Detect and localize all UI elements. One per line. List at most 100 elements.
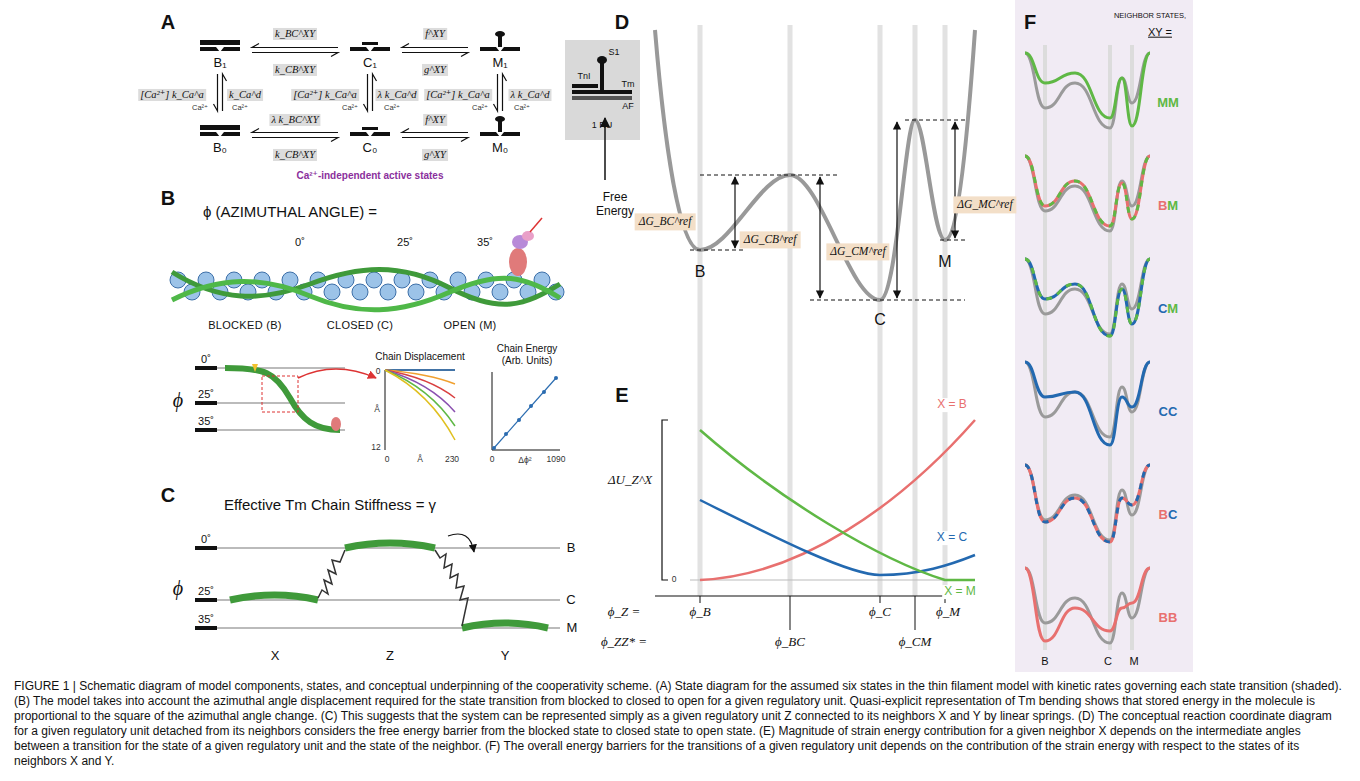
label: C: [874, 311, 886, 329]
state-label: B₀: [192, 141, 248, 155]
label: k_BC^XY: [273, 28, 317, 40]
label: ϕ_M: [936, 605, 960, 620]
reverse-harpoon: [402, 44, 468, 48]
neighbor-curve: [1025, 362, 1150, 445]
label: F: [1024, 11, 1036, 34]
label: Ca²⁺-independent active states: [297, 170, 444, 182]
label: Chain Displacement: [375, 351, 465, 363]
reverse-harpoon: [223, 74, 227, 111]
label: ϕ_C: [869, 605, 891, 620]
label: M: [938, 253, 951, 271]
neighbor-curve: [1025, 156, 1150, 226]
label: g^XY: [422, 149, 448, 161]
label: CC: [1159, 405, 1178, 420]
label: Free Energy: [589, 191, 641, 219]
label: ΔU_Z^X: [608, 473, 652, 488]
forward-harpoon: [402, 138, 468, 142]
label: CLOSED (C): [327, 319, 394, 332]
label: Y: [501, 649, 510, 664]
neighbor-curve: [1025, 53, 1150, 126]
actin-bead: [408, 284, 424, 300]
label: 25˚: [198, 585, 214, 598]
neighbor-curve: [1025, 156, 1150, 226]
equilibrium-arrow: [252, 129, 338, 142]
state-glyph: [348, 30, 392, 56]
label: [Ca²⁺] k_Ca^a: [291, 89, 359, 101]
neighbor-curve: [1025, 259, 1150, 336]
label: ΔG_CB^ref: [740, 231, 801, 248]
state-label: C₁: [342, 56, 398, 70]
label: E: [615, 384, 628, 407]
label: Ca²⁺: [232, 104, 248, 113]
label: M: [567, 621, 578, 636]
label: ΔG_CM^ref: [826, 243, 889, 260]
state-glyph: [478, 30, 522, 56]
reference-curve: [1025, 156, 1150, 231]
label: 25˚: [397, 236, 413, 249]
equilibrium-arrow: [214, 74, 227, 111]
label: Å: [374, 405, 380, 415]
label: 0˚: [201, 353, 211, 366]
label: ΔG_MC^ref: [953, 196, 1016, 213]
state-node: M₁: [472, 30, 528, 70]
label: ΔG_BC^ref: [635, 213, 696, 230]
neighbor-curve: [1025, 568, 1150, 641]
actin-bead: [366, 272, 382, 288]
label: B: [1041, 655, 1048, 668]
label: Chain Energy: [497, 343, 558, 355]
energy-plot: [492, 372, 560, 450]
label: 35˚: [477, 236, 493, 249]
label: ϕ: [173, 577, 183, 600]
actin-bead: [324, 284, 340, 300]
spring-chain: [195, 534, 560, 630]
state-node: B₁: [192, 30, 248, 70]
label: ϕ_BC: [775, 635, 805, 650]
reference-curve: [1025, 568, 1150, 643]
label: CM: [1158, 302, 1178, 317]
label: BC: [1159, 508, 1178, 523]
label: A: [161, 11, 175, 34]
reverse-harpoon: [252, 129, 338, 133]
label: (Arb. Units): [502, 355, 553, 367]
figure-caption: FIGURE 1 | Schematic diagram of model co…: [14, 679, 1346, 769]
label: λ k_Ca^d: [508, 89, 551, 101]
label: 0: [376, 367, 381, 377]
neighbor-curve: [1025, 465, 1150, 542]
label: NEIGHBOR STATES,: [1114, 12, 1186, 21]
label: 230: [445, 455, 459, 465]
label: f^XY: [423, 28, 447, 40]
actin-bead: [352, 284, 368, 300]
label: 35˚: [198, 613, 214, 626]
label: D: [615, 11, 629, 34]
label: Ca²⁺: [514, 104, 530, 113]
state-glyph: [198, 115, 242, 141]
forward-harpoon: [364, 74, 368, 111]
label: X: [271, 649, 280, 664]
free-energy-curve: [605, 30, 975, 300]
label: 25˚: [198, 388, 214, 401]
label: ϕ (AZIMUTHAL ANGLE) =: [203, 203, 377, 220]
label: ϕ_Z =: [608, 605, 640, 620]
reverse-harpoon: [503, 74, 507, 111]
neighbor-curve: [1025, 259, 1150, 336]
forward-harpoon: [252, 138, 338, 142]
label: M: [1129, 655, 1138, 668]
reverse-harpoon: [402, 129, 468, 133]
label: k_CB^XY: [273, 149, 317, 161]
reverse-harpoon: [252, 44, 338, 48]
neighbor-panel: [1015, 0, 1193, 672]
state-node: B₀: [192, 115, 248, 155]
label: Ca²⁺: [342, 104, 358, 113]
state-label: C₀: [342, 141, 398, 155]
label: B: [567, 541, 576, 556]
label: Δϕ²: [518, 456, 531, 466]
label: 0: [672, 575, 677, 585]
label: BLOCKED (B): [208, 319, 282, 332]
label: λ k_Ca^d: [375, 89, 418, 101]
forward-harpoon: [402, 53, 468, 57]
label: Tm: [622, 79, 635, 89]
label: [Ca²⁺] k_Ca^a: [424, 89, 492, 101]
label: X = M: [942, 585, 978, 599]
label: k_Ca^d: [227, 89, 263, 101]
